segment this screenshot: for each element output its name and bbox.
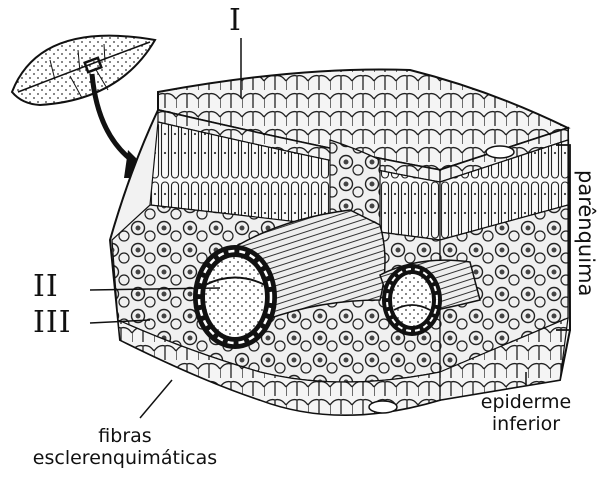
leaf-block: [110, 69, 570, 415]
label-lower-epidermis: epiderme inferior: [466, 392, 586, 436]
label-sclerenchyma-fibers: fibras esclerenquimáticas: [0, 426, 250, 470]
small-vascular-bundle: [382, 264, 442, 336]
label-parenchyma: parênquima: [574, 170, 598, 296]
label-upper-epidermis: I: [229, 6, 242, 36]
label-lower-epidermis-line1: epiderme: [466, 392, 586, 414]
large-vascular-bundle: [193, 245, 277, 349]
label-bundle-sheath: III: [33, 308, 72, 338]
label-vascular-bundle: II: [33, 272, 59, 302]
label-fibers-line2: esclerenquimáticas: [0, 448, 250, 470]
leaf-icon: [12, 36, 155, 105]
label-fibers-line1: fibras: [0, 426, 250, 448]
label-lower-epidermis-line2: inferior: [466, 414, 586, 436]
